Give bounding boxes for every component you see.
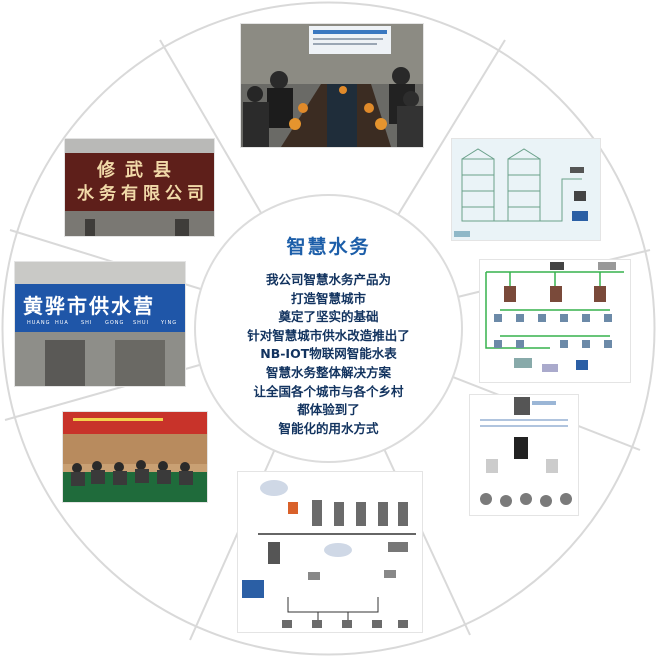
intro-line-7: 让全国各个城市与各个乡村: [253, 383, 404, 399]
water-company-sign-photo: 修武县 水务有限公司: [65, 139, 214, 236]
meeting-photo-top: [241, 24, 423, 147]
intro-line-3: 奠定了坚实的基础: [278, 309, 379, 325]
intro-line-6: 智慧水务整体解决方案: [265, 364, 391, 380]
building-network-diagram: [452, 139, 600, 240]
sign-line-1: 修武县: [97, 160, 181, 181]
office-sign-text: 黄骅市供水营: [23, 294, 155, 318]
meeting-photo-left: [63, 412, 207, 502]
pinyin-4: SHUI: [133, 320, 150, 326]
intro-line-9: 智能化的用水方式: [278, 420, 379, 436]
intro-line-5: NB-IOT物联网智能水表: [260, 346, 397, 362]
pinyin-3: GONG: [105, 320, 125, 326]
intro-line-8: 都体验到了: [297, 402, 360, 418]
pinyin-0: HUANG: [27, 320, 51, 326]
sign-line-2: 水务有限公司: [77, 184, 209, 204]
intro-line-2: 打造智慧城市: [290, 290, 366, 306]
center-title: 智慧水务: [286, 236, 371, 258]
system-architecture-diagram: [238, 472, 422, 632]
intro-line-4: 针对智慧城市供水改造推出了: [247, 327, 410, 343]
center-intro-circle: 智慧水务 我公司智慧水务产品为 打造智慧城市 奠定了坚实的基础 针对智慧城市供水…: [196, 196, 461, 461]
pinyin-2: SHI: [81, 320, 93, 326]
intro-line-1: 我公司智慧水务产品为: [265, 272, 391, 287]
water-supply-office-photo: 黄骅市供水营 HUANG HUA SHI GONG SHUI YING: [15, 262, 185, 386]
wireless-meter-diagram: [470, 395, 578, 515]
pinyin-5: YING: [161, 320, 178, 326]
pinyin-1: HUA: [55, 320, 69, 326]
meter-network-diagram: [480, 260, 630, 382]
